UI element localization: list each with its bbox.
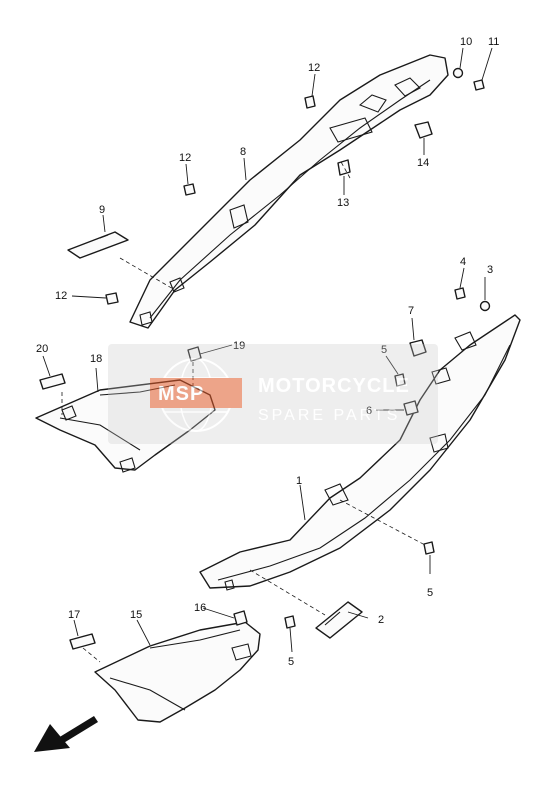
part-4-screw[interactable] (454, 287, 466, 300)
part-7-grommet[interactable] (409, 339, 427, 357)
callout-15: 15 (130, 609, 142, 621)
callout-7: 7 (408, 305, 414, 317)
part-5-bolt-right[interactable] (423, 541, 435, 555)
part-9-bracket[interactable] (67, 231, 129, 259)
part-10-washer[interactable] (452, 67, 464, 79)
callout-5-right: 5 (427, 587, 433, 599)
callout-4: 4 (460, 256, 466, 268)
part-12-bolt-lower[interactable] (105, 292, 119, 305)
watermark-line1: MOTORCYCLE (258, 375, 410, 397)
part-15-side-panel[interactable] (94, 621, 261, 723)
part-5-bolt-upper[interactable] (394, 373, 406, 387)
part-16-grommet[interactable] (233, 610, 248, 626)
part-6-grommet[interactable] (403, 400, 419, 416)
part-8-rear-cowling[interactable] (129, 54, 449, 329)
callout-12-lower: 12 (55, 290, 67, 302)
callout-9: 9 (99, 204, 105, 216)
callout-1: 1 (296, 475, 302, 487)
part-17-reflector[interactable] (69, 633, 96, 650)
callout-6: 6 (366, 405, 372, 417)
part-14-grommet[interactable] (414, 121, 433, 139)
callout-11: 11 (488, 36, 499, 48)
callout-10: 10 (460, 36, 472, 48)
callout-2: 2 (378, 614, 384, 626)
callout-8: 8 (240, 146, 246, 158)
part-5-bolt-lower[interactable] (284, 615, 296, 629)
watermark-logo-text: MSP (158, 383, 204, 405)
callout-17: 17 (68, 609, 80, 621)
watermark-line2: SPARE PARTS (258, 407, 400, 424)
callout-20: 20 (36, 343, 48, 355)
watermark-logo: MSP (150, 358, 242, 432)
part-2-bracket[interactable] (315, 601, 363, 639)
part-12-bolt-upper[interactable] (304, 95, 316, 109)
part-19-grommet[interactable] (187, 346, 202, 362)
callout-18: 18 (90, 353, 102, 365)
callout-19: 19 (233, 340, 245, 352)
front-direction-arrow-icon (34, 716, 98, 752)
callout-5-upper: 5 (381, 344, 387, 356)
part-3-washer[interactable] (479, 300, 491, 312)
callout-16: 16 (194, 602, 206, 614)
callout-12-middle: 12 (179, 152, 191, 164)
callout-14: 14 (417, 157, 429, 169)
part-12-bolt-middle[interactable] (183, 183, 196, 196)
callout-5-lower: 5 (288, 656, 294, 668)
part-20-reflector[interactable] (39, 373, 66, 390)
watermark: MSP MOTORCYCLE SPARE PARTS (108, 344, 438, 444)
part-11-screw[interactable] (473, 79, 485, 91)
part-1-side-cover[interactable] (199, 314, 521, 591)
part-13-clip[interactable] (337, 159, 351, 176)
callout-3: 3 (487, 264, 493, 276)
callout-12-upper: 12 (308, 62, 320, 74)
callout-13: 13 (337, 197, 349, 209)
